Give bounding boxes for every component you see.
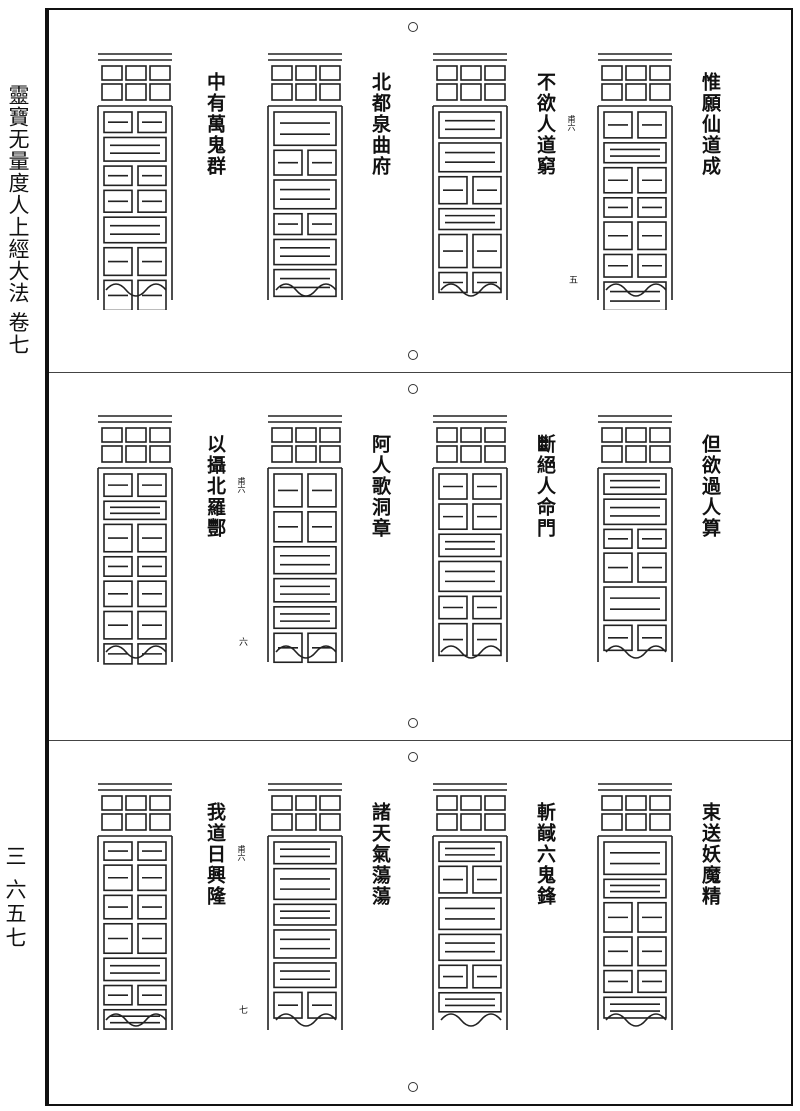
- talisman-seal: [267, 783, 343, 1030]
- talisman-seal: [597, 783, 673, 1030]
- talisman-seal: [432, 783, 508, 1030]
- incantation-label: 惟願仙道成: [699, 72, 721, 177]
- incantation-label: 束送妖魔精: [699, 802, 721, 907]
- margin-title: 靈寶无量度人上經大法 卷七: [6, 84, 30, 356]
- talisman-seal: [432, 53, 508, 300]
- registration-circle: [408, 1082, 418, 1092]
- registration-circle: [408, 22, 418, 32]
- incantation-label: 中有萬鬼群: [204, 72, 226, 177]
- incantation-label: 阿人歌洞章: [369, 434, 391, 539]
- incantation-label: 但欲過人算: [699, 434, 721, 539]
- registration-circle: [408, 718, 418, 728]
- annotation-note: 甫六: [237, 477, 246, 493]
- registration-circle: [408, 350, 418, 360]
- incantation-label: 斬馘六鬼鋒: [534, 802, 556, 907]
- incantation-label: 諸天氣蕩蕩: [369, 802, 391, 907]
- talisman-seal: [597, 415, 673, 662]
- talisman-row: 惟願仙道成 不欲人道窮甫六五 北都泉曲府 中有萬鬼群: [49, 10, 791, 373]
- talisman-seal: [267, 415, 343, 664]
- incantation-label: 不欲人道窮: [534, 72, 556, 177]
- talisman-row: 但欲過人算 斷絕人命門 阿人歌洞章 以攝北羅酆甫六六: [49, 372, 791, 741]
- page-frame: 惟願仙道成不欲人道窮甫六五北都泉曲府中有萬鬼群但欲過人算斷絕人命門阿人歌洞章以攝…: [45, 8, 793, 1106]
- incantation-label: 斷絕人命門: [534, 434, 556, 539]
- talisman-seal: [432, 415, 508, 662]
- sequence-number: 七: [237, 1005, 247, 1014]
- sequence-number: 六: [237, 637, 247, 646]
- registration-circle: [408, 752, 418, 762]
- annotation-note: 甫六: [237, 845, 246, 861]
- annotation-note: 甫六: [567, 115, 576, 131]
- incantation-label: 我道日興隆: [204, 802, 226, 907]
- talisman-seal: [97, 53, 173, 310]
- talisman-seal: [97, 415, 173, 665]
- incantation-label: 以攝北羅酆: [204, 434, 226, 539]
- registration-circle: [408, 384, 418, 394]
- talisman-row: 束送妖魔精 斬馘六鬼鋒 諸天氣蕩蕩 我道日興隆甫六七: [49, 740, 791, 1104]
- talisman-seal: [267, 53, 343, 300]
- margin-page-number: 三 六五七: [3, 845, 27, 951]
- talisman-seal: [597, 53, 673, 310]
- incantation-label: 北都泉曲府: [369, 72, 391, 177]
- talisman-seal: [97, 783, 173, 1030]
- sequence-number: 五: [567, 275, 577, 284]
